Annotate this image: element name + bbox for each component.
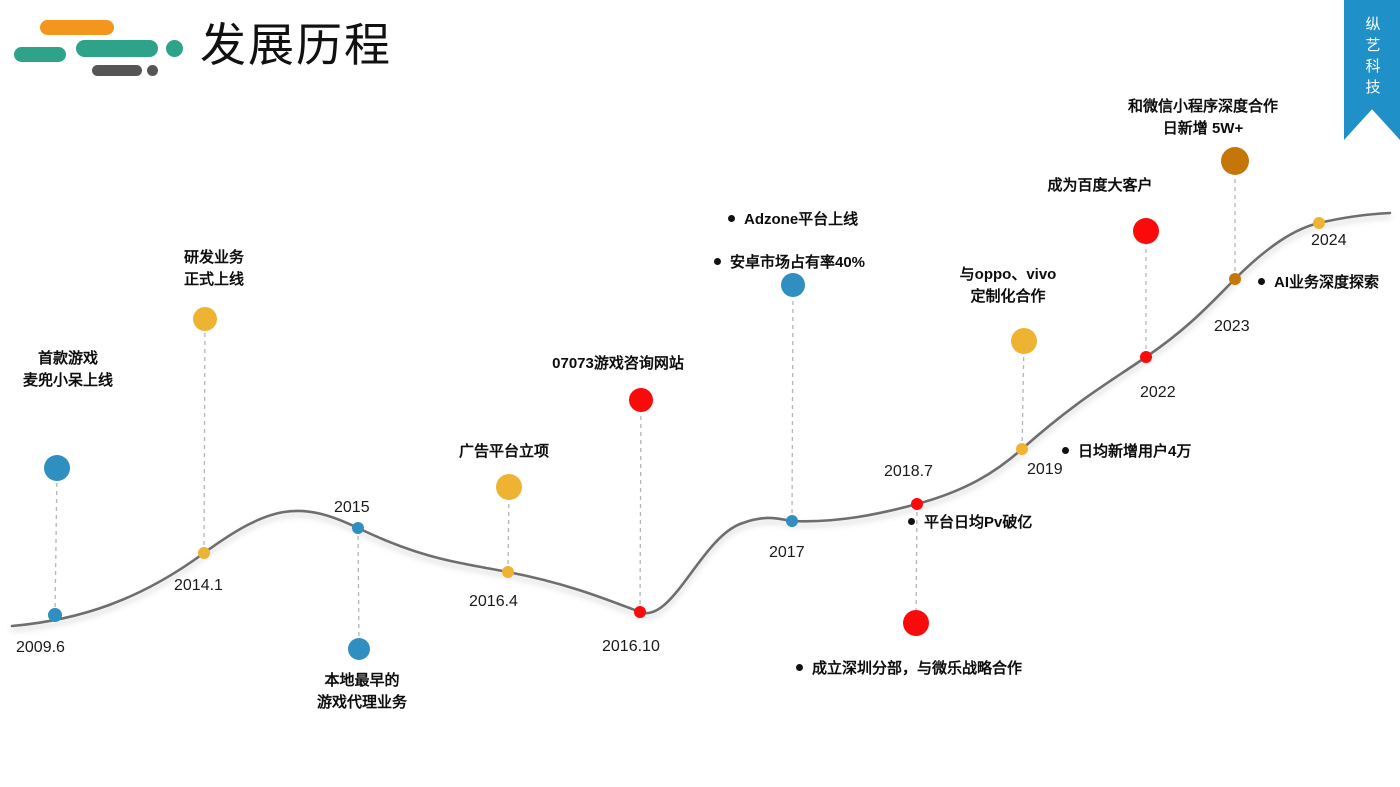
milestone-marker-n-2017[interactable]	[781, 273, 805, 297]
event-label-n-2009-6: 首款游戏 麦兜小呆上线	[22, 350, 114, 389]
bullet-dot-icon	[908, 518, 915, 525]
logo-bar-teal-main	[76, 40, 158, 57]
event-label-n-2014-1: 研发业务 正式上线	[183, 249, 245, 288]
bullet-label-n-2018-7-1: 成立深圳分部，与微乐战略合作	[796, 657, 1022, 678]
timeline-node-n-2015[interactable]	[352, 522, 364, 534]
bullet-text: 安卓市场占有率40%	[730, 254, 866, 271]
bullet-label-n-2017-1: 安卓市场占有率40%	[714, 251, 865, 272]
connector-line	[357, 527, 360, 650]
year-label-n-2015: 2015	[334, 499, 370, 516]
event-label-n-2016-4: 广告平台立项	[458, 443, 550, 460]
bullet-text: 日均新增用户4万	[1078, 443, 1192, 460]
connector-line	[639, 399, 642, 613]
timeline-node-n-2016-4[interactable]	[502, 566, 514, 578]
bullet-text: 平台日均Pv破亿	[924, 514, 1033, 531]
year-label-n-2016-4: 2016.4	[469, 593, 518, 610]
timeline-node-n-2016-10[interactable]	[634, 606, 646, 618]
bullet-dot-icon	[1062, 447, 1069, 454]
bullet-text: 成立深圳分部，与微乐战略合作	[812, 660, 1023, 677]
timeline-node-n-2022[interactable]	[1140, 351, 1152, 363]
page-title: 发展历程	[200, 19, 392, 71]
connector-line	[54, 467, 58, 616]
connector-line	[791, 284, 794, 522]
connector-line	[915, 503, 918, 624]
timeline-node-n-2014-1[interactable]	[198, 547, 210, 559]
milestone-marker-n-2023[interactable]	[1221, 147, 1249, 175]
bullet-dot-icon	[1258, 278, 1265, 285]
connector-line	[1021, 340, 1025, 450]
bullet-text: AI业务深度探索	[1274, 274, 1380, 291]
year-label-n-2024: 2024	[1311, 232, 1347, 249]
bullet-dot-icon	[728, 215, 735, 222]
event-label-n-2019: 与oppo、vivo 定制化合作	[959, 266, 1057, 305]
timeline-node-n-2023[interactable]	[1229, 273, 1241, 285]
year-label-n-2016-10: 2016.10	[602, 638, 660, 655]
year-label-n-2019: 2019	[1027, 461, 1063, 478]
logo-bar-gray	[92, 65, 142, 76]
event-label-n-2016-10: 07073游戏咨询网站	[552, 355, 684, 372]
milestone-marker-n-2014-1[interactable]	[193, 307, 217, 331]
timeline-node-n-2009-6[interactable]	[48, 608, 62, 622]
year-label-n-2017: 2017	[769, 544, 805, 561]
connector-line	[203, 318, 206, 554]
milestone-marker-n-2016-10[interactable]	[629, 388, 653, 412]
milestone-marker-n-2009-6[interactable]	[44, 455, 70, 481]
bullet-label-n-2019-0: 日均新增用户4万	[1062, 440, 1191, 461]
logo-dot-teal	[166, 40, 183, 57]
year-label-n-2023: 2023	[1214, 318, 1250, 335]
event-label-n-2015: 本地最早的 游戏代理业务	[316, 672, 408, 711]
bullet-label-n-2023-0: AI业务深度探索	[1258, 271, 1379, 292]
milestone-marker-n-2016-4[interactable]	[496, 474, 522, 500]
bullet-text: Adzone平台上线	[744, 211, 859, 228]
milestone-marker-n-2022[interactable]	[1133, 218, 1159, 244]
logo-dot-gray	[147, 65, 158, 76]
bullet-label-n-2017-0: Adzone平台上线	[728, 208, 858, 229]
timeline-node-n-2017[interactable]	[786, 515, 798, 527]
bullet-dot-icon	[714, 258, 721, 265]
logo-bar-orange	[40, 20, 114, 35]
timeline-node-n-2019[interactable]	[1016, 443, 1028, 455]
growth-curve	[10, 211, 1392, 628]
bullet-dot-icon	[796, 664, 803, 671]
logo-bar-teal-left	[14, 47, 66, 62]
year-label-n-2018-7: 2018.7	[884, 463, 933, 480]
event-label-n-2023: 和微信小程序深度合作 日新增 5W+	[1127, 98, 1279, 137]
year-label-n-2022: 2022	[1140, 384, 1176, 401]
timeline-node-n-2024[interactable]	[1313, 217, 1325, 229]
milestone-marker-n-2019[interactable]	[1011, 328, 1037, 354]
timeline-node-n-2018-7[interactable]	[911, 498, 923, 510]
year-label-n-2014-1: 2014.1	[174, 577, 223, 594]
connector-line	[507, 486, 510, 573]
milestone-marker-n-2018-7[interactable]	[903, 610, 929, 636]
milestone-marker-n-2015[interactable]	[348, 638, 370, 660]
company-logo	[14, 18, 184, 80]
banner-label: 纵艺科技	[1363, 16, 1381, 100]
bullet-label-n-2018-7-0: 平台日均Pv破亿	[908, 511, 1032, 532]
event-label-n-2022: 成为百度大客户	[1047, 177, 1153, 194]
year-label-n-2009-6: 2009.6	[16, 639, 65, 656]
